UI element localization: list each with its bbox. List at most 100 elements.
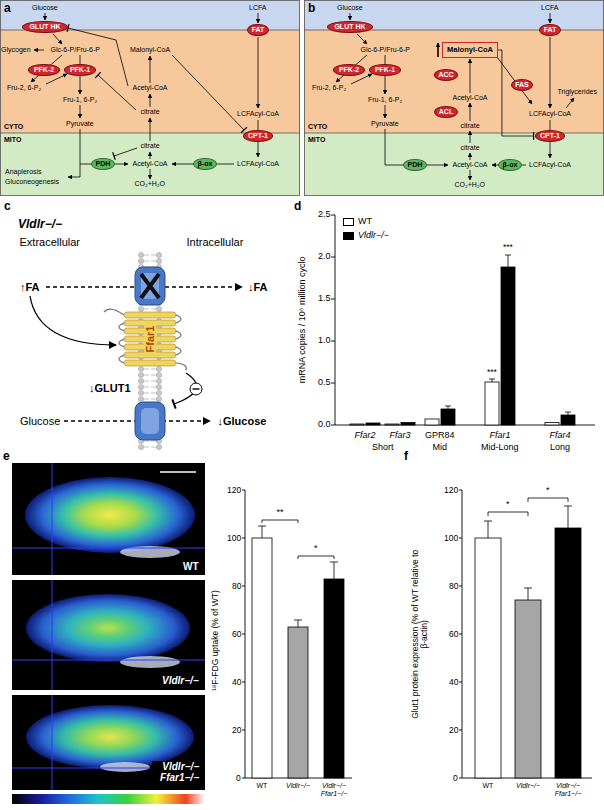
pathway-arrow (258, 13, 259, 23)
node-label: PFK-2 (339, 66, 359, 74)
cell-membrane-scheme (193, 388, 200, 389)
pet-image (12, 463, 205, 804)
panel-letter: d (294, 200, 301, 213)
inhibition-line (68, 28, 128, 86)
pet-image (12, 463, 205, 575)
pathway-arrow (566, 98, 574, 108)
bar-chart-f (515, 600, 541, 778)
text-label: Ffar1 (490, 431, 511, 441)
pet-image (12, 695, 205, 790)
text-label: Vldlr−/− Ffar1−/− (152, 761, 200, 783)
tick-label: 0 (453, 774, 458, 783)
text-label: Ffar4 (550, 431, 571, 441)
node-label: PDH (408, 161, 423, 169)
text-label: Acetyl-CoA (133, 160, 168, 168)
pathway-arrow (437, 43, 439, 57)
text-label: Intracellular (187, 236, 244, 248)
category-label: Vldlr−/− Ffar1−/− (552, 782, 584, 797)
pet-image (120, 656, 180, 668)
text-label: Glc-6-P/Fru-6-P (361, 46, 410, 54)
text-label: ↓FA (248, 281, 268, 293)
text-label: Fru-1, 6-P₂ (368, 96, 402, 104)
enzyme-ellipse: FAT (539, 24, 561, 37)
compartment-bands (0, 133, 300, 196)
text-label: Vldlr−/− (161, 675, 200, 686)
pathway-arrow (470, 103, 471, 121)
pathway-arrow (357, 34, 367, 44)
compartment-bands (0, 0, 604, 196)
text-label: Fru-2, 6-P₂ (7, 84, 41, 92)
axis-title: mRNA copies / 10⁶ million cyclo (298, 257, 308, 384)
tick-label: 80 (232, 582, 241, 591)
tick-label: 20 (449, 726, 458, 735)
text-label: Extracellular (20, 236, 81, 248)
bar-chart-d (385, 424, 399, 425)
text-label: WT (182, 561, 200, 572)
node-label: CPT-1 (540, 132, 560, 140)
compartment-bands (0, 30, 604, 133)
tick-label: 1.0 (318, 336, 331, 346)
pathway-arrow (34, 50, 44, 51)
node-label: ACL (439, 108, 453, 116)
bar-chart-f (459, 490, 592, 778)
category-label: WT (257, 782, 268, 790)
pathway-arrow (385, 105, 386, 118)
pathway-arrow (470, 153, 471, 160)
pathway-arrow (53, 34, 62, 44)
text-label: Long (550, 443, 570, 453)
enzyme-ellipse: PFK-2 (28, 64, 59, 77)
bar-chart-d (501, 267, 515, 425)
compartment-bands (304, 30, 604, 133)
text-label: LCFAcyl-CoA (237, 160, 279, 168)
tick-label: 40 (232, 678, 241, 687)
bar-chart-e (252, 520, 344, 778)
pet-image (12, 580, 205, 690)
cell-membrane-scheme (176, 347, 181, 355)
bar-chart-d (441, 409, 455, 425)
pet-image (12, 794, 205, 804)
axis-title: Glut1 protein expression (% of WT relati… (411, 546, 430, 721)
inhibition-line (98, 75, 136, 110)
text-label: ↑FA (20, 281, 40, 293)
pathway-arrow (150, 152, 151, 159)
tick-label: 0 (236, 774, 241, 783)
bar-chart-d (350, 255, 575, 425)
compartment-bands (304, 133, 604, 196)
node-label: PFK-1 (375, 66, 395, 74)
enzyme-ellipse: CPT-1 (243, 130, 274, 143)
text-label: LCFAcyl-CoA (529, 161, 571, 169)
text-label: Glucose (32, 4, 58, 12)
text-label: citrate (461, 144, 480, 152)
compartment-bands (1, 1, 300, 196)
bar-chart-d (561, 415, 575, 425)
text-label: citrate (461, 122, 480, 130)
pathway-arrow (470, 170, 471, 180)
text-label: ↓GLUT1 (89, 382, 131, 394)
text-label: Acetyl-CoA (453, 161, 488, 169)
bar-chart-d (331, 215, 595, 425)
node-label: PDH (96, 160, 111, 168)
text-label: CYTO (4, 123, 23, 131)
bar-chart-f (459, 490, 592, 778)
inhibition-line (67, 24, 247, 160)
node-label: β-ox (198, 160, 213, 168)
legend-label: Vldlr−/− (358, 231, 389, 241)
tick-label: 100 (444, 534, 458, 543)
bar-chart-d (366, 423, 380, 425)
text-label: Acetyl-CoA (453, 94, 488, 102)
category-label: Vldlr−/− Ffar1−/− (318, 782, 350, 797)
cell-membrane-scheme (141, 273, 159, 299)
tick-label: 100 (227, 534, 241, 543)
text-label: Pyruvate (371, 120, 399, 128)
bar-chart-f (484, 498, 572, 600)
text-label: Glycogen (1, 46, 31, 54)
tick-label: 2.0 (318, 252, 331, 262)
enzyme-ellipse: GLUT HK (327, 21, 372, 34)
bar-chart-e (324, 579, 344, 778)
axis-title: ¹⁸F-FDG uptake (% of WT) (210, 590, 219, 691)
text-label: Glucose (20, 415, 60, 427)
node-label: GLUT HK (334, 23, 365, 31)
enzyme-ellipse: GLUT HK (22, 21, 67, 34)
enzyme-ellipse: PDH (403, 159, 427, 172)
panel-letter: a (4, 2, 11, 15)
